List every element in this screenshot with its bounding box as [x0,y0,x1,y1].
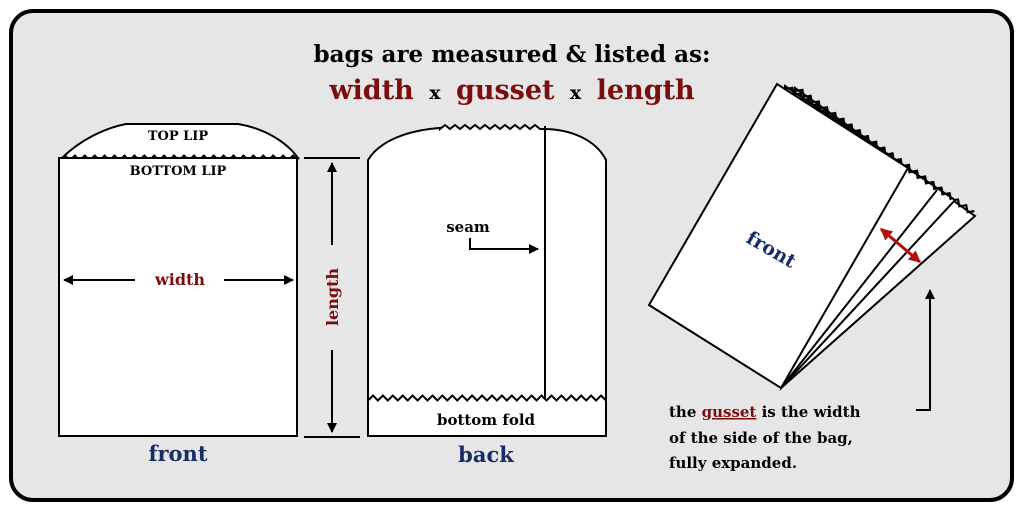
formula-gusset: gusset [456,75,555,106]
formula-times-2: x [570,82,582,104]
gusset-width-arrow [880,227,921,264]
gusset-fold-line [780,189,938,389]
gusset-pointer-arrow [916,289,935,411]
gusset-note-line-2: of the side of the bag, [669,429,853,447]
bottom-fold-zigzag [367,394,607,402]
front-bag-body [58,157,298,437]
formula-width: width [328,75,414,106]
bottom-fold-label: bottom fold [437,411,536,429]
front-caption: front [148,441,207,466]
back-caption: back [458,442,514,467]
front-bag-top-lip [59,123,300,159]
top-lip-label: TOP LIP [148,129,209,144]
note-prefix: the [669,403,702,421]
length-label: length [323,268,342,326]
gusset-bag: front [647,82,977,411]
front-bag: TOP LIP BOTTOM LIP width front [58,123,300,466]
bottom-lip-label: BOTTOM LIP [130,164,227,179]
back-bag: seam bottom fold back [367,123,607,467]
note-suffix: is the width [762,403,861,421]
back-bag-outline [367,123,607,437]
width-label: width [154,270,205,289]
gusset-note-line-1: the gusset is the width [669,403,861,421]
heading-line-1: bags are measured & listed as: [314,41,711,68]
gusset-note: the gusset is the width of the side of t… [669,403,861,472]
heading-formula: width x gusset x length [328,75,695,106]
seam-label: seam [446,218,490,236]
seam-arrow [469,238,539,254]
note-gusset-term: gusset [702,403,757,421]
length-dimension: length [304,157,360,438]
formula-length: length [597,75,695,106]
formula-times-1: x [429,82,441,104]
gusset-note-line-3: fully expanded. [669,454,797,472]
